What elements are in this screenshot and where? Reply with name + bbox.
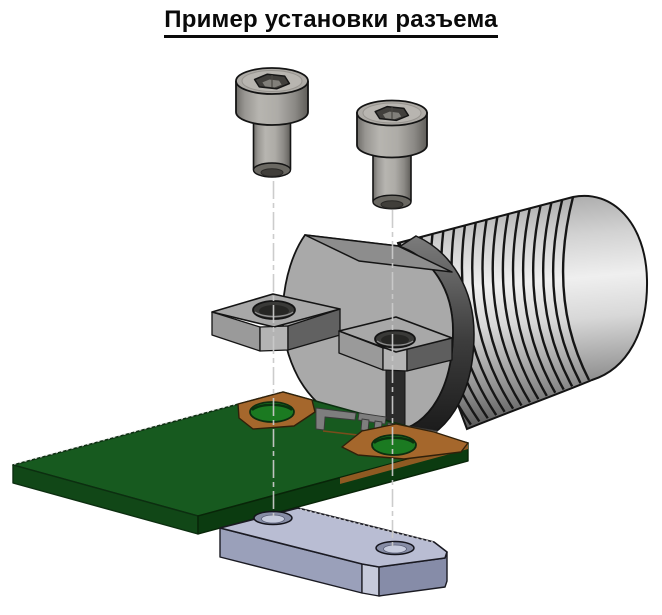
thread-line bbox=[511, 211, 548, 397]
flange-top-flat bbox=[304, 234, 453, 273]
screw-tip-end bbox=[380, 200, 404, 209]
backing-plate bbox=[219, 507, 448, 597]
thread-line bbox=[521, 208, 557, 394]
screw-left bbox=[235, 67, 309, 178]
pad-hole-shadow bbox=[373, 436, 415, 444]
thread-line bbox=[471, 222, 515, 410]
assembly-centerlines bbox=[272, 181, 394, 546]
thread-line bbox=[561, 196, 591, 381]
tab-hole-rim-light bbox=[376, 340, 414, 346]
copper-pad-right bbox=[341, 423, 469, 460]
plate-hole-left-bore bbox=[261, 514, 285, 524]
screw-tip-end bbox=[260, 168, 284, 177]
screw-right bbox=[356, 99, 428, 210]
thread-line bbox=[501, 214, 540, 400]
thread-line bbox=[491, 216, 531, 403]
thread-line bbox=[551, 199, 582, 384]
thread-line bbox=[541, 202, 574, 387]
plate-hole-right-bore bbox=[383, 544, 407, 554]
thread-line bbox=[532, 205, 565, 391]
title-bar: Пример установки разъема bbox=[0, 6, 662, 38]
thread-line bbox=[481, 219, 523, 407]
trace-stub-left bbox=[315, 407, 357, 431]
tab-hole-bore bbox=[381, 334, 409, 346]
copper-pad-left bbox=[237, 391, 316, 430]
plate-corner-chamfer bbox=[361, 563, 380, 597]
pad-hole-shadow bbox=[251, 403, 293, 411]
mounting-tab-front bbox=[338, 316, 453, 372]
diagram-title: Пример установки разъема bbox=[164, 6, 498, 38]
